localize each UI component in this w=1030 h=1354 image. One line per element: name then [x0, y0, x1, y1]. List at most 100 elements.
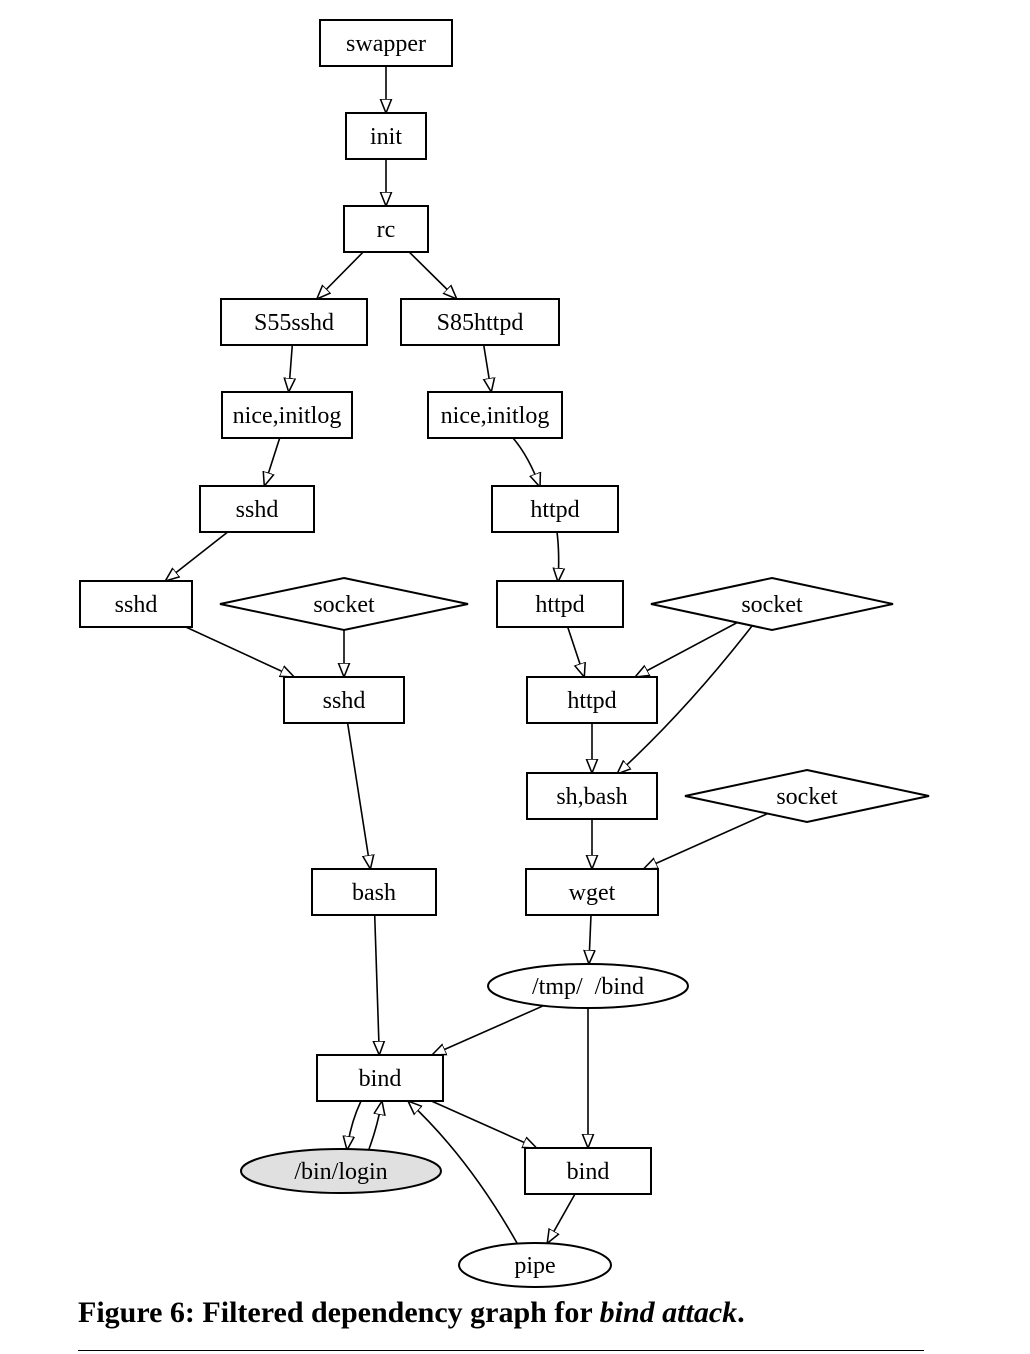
edge-s55sshd-to-nice-initlog-1: [289, 344, 293, 392]
node-sshd-1: sshd: [199, 485, 315, 533]
node-shape-box: [221, 391, 353, 439]
edge-pipe-to-bind-1: [408, 1101, 518, 1244]
node-label: pipe: [514, 1253, 555, 1279]
node-label: init: [370, 124, 402, 150]
node-nice-initlog-2: nice,initlog: [427, 391, 563, 439]
node-label: sshd: [323, 688, 366, 714]
node-shape-box: [319, 19, 453, 67]
edge-s85httpd-to-nice-initlog-2: [484, 344, 492, 392]
node-s55sshd: S55sshd: [220, 298, 368, 346]
edge-bind-1-to-bin-login: [347, 1100, 362, 1150]
node-label: socket: [313, 592, 375, 618]
node-shape-ellipse: [458, 1242, 612, 1288]
node-bash: bash: [311, 868, 437, 916]
node-shape-box: [427, 391, 563, 439]
edge-httpd-2-to-httpd-3: [566, 626, 585, 677]
node-label: sshd: [236, 497, 279, 523]
node-shape-box: [496, 580, 624, 628]
node-rc: rc: [343, 205, 429, 253]
node-shape-box: [526, 772, 658, 820]
node-label: bash: [352, 880, 396, 906]
edge-socket-2-to-httpd-3: [635, 621, 738, 678]
node-shape-ellipse: [240, 1148, 442, 1194]
node-shape-box: [524, 1147, 652, 1195]
node-shape-diamond: [684, 768, 930, 824]
figure-caption: Figure 6: Filtered dependency graph for …: [78, 1296, 745, 1330]
edge-sshd-1-to-sshd-2: [165, 531, 229, 581]
edge-rc-to-s85httpd: [408, 251, 457, 299]
node-sshd-2: sshd: [79, 580, 193, 628]
node-shape-box: [525, 868, 659, 916]
node-bind-1: bind: [316, 1054, 444, 1102]
node-label: nice,initlog: [233, 403, 342, 429]
node-label: httpd: [535, 592, 584, 618]
node-shape-box: [311, 868, 437, 916]
edge-bind-1-to-bind-2: [431, 1100, 536, 1148]
node-label: S85httpd: [437, 310, 524, 336]
graph-edges: [165, 66, 768, 1244]
node-httpd-2: httpd: [496, 580, 624, 628]
node-bin-login: /bin/login: [240, 1148, 442, 1194]
node-label: httpd: [530, 497, 579, 523]
caption-emphasis: bind attack: [599, 1296, 738, 1329]
node-label: rc: [377, 217, 396, 243]
edge-wget-to-tmp-bind: [589, 914, 591, 964]
edge-socket-2-to-sh-bash: [617, 625, 753, 774]
node-pipe: pipe: [458, 1242, 612, 1288]
node-label: httpd: [567, 688, 616, 714]
node-label: S55sshd: [254, 310, 334, 336]
node-s85httpd: S85httpd: [400, 298, 560, 346]
caption-suffix: .: [737, 1296, 745, 1329]
node-shape-box: [220, 298, 368, 346]
node-nice-initlog-1: nice,initlog: [221, 391, 353, 439]
node-shape-box: [343, 205, 429, 253]
node-httpd-1: httpd: [491, 485, 619, 533]
node-socket-1: socket: [219, 576, 469, 632]
node-socket-3: socket: [684, 768, 930, 824]
node-label: socket: [741, 592, 803, 618]
node-label: swapper: [346, 31, 426, 57]
edge-rc-to-s55sshd: [317, 251, 364, 299]
node-label: bind: [567, 1159, 610, 1185]
node-init: init: [345, 112, 427, 160]
node-label: sshd: [115, 592, 158, 618]
node-tmp-bind: /tmp/ /bind: [487, 963, 689, 1009]
node-swapper: swapper: [319, 19, 453, 67]
node-sh-bash: sh,bash: [526, 772, 658, 820]
edge-nice-initlog-1-to-sshd-1: [264, 437, 281, 486]
node-label: nice,initlog: [441, 403, 550, 429]
edge-sshd-2-to-sshd-3: [185, 626, 294, 677]
node-shape-box: [400, 298, 560, 346]
edge-bind-2-to-pipe: [547, 1193, 576, 1243]
node-shape-diamond: [650, 576, 894, 632]
node-shape-box: [345, 112, 427, 160]
edge-nice-initlog-2-to-httpd-1: [512, 437, 540, 487]
edge-bin-login-to-bind-1: [368, 1101, 382, 1150]
edge-httpd-1-to-httpd-2: [557, 531, 559, 582]
edge-tmp-bind-to-bind-1: [432, 1004, 544, 1055]
node-socket-2: socket: [650, 576, 894, 632]
node-shape-box: [199, 485, 315, 533]
node-shape-box: [316, 1054, 444, 1102]
node-shape-box: [491, 485, 619, 533]
node-httpd-3: httpd: [526, 676, 658, 724]
node-shape-box: [526, 676, 658, 724]
node-shape-box: [283, 676, 405, 724]
edge-bash-to-bind-1: [375, 914, 380, 1055]
node-shape-diamond: [219, 576, 469, 632]
node-label: bind: [359, 1066, 402, 1092]
node-shape-ellipse: [487, 963, 689, 1009]
node-sshd-3: sshd: [283, 676, 405, 724]
node-label: /bin/login: [294, 1159, 387, 1185]
edge-socket-3-to-wget: [644, 812, 768, 869]
node-wget: wget: [525, 868, 659, 916]
caption-rule: [78, 1350, 924, 1351]
node-shape-box: [79, 580, 193, 628]
caption-prefix: Figure 6: Filtered dependency graph for: [78, 1296, 600, 1329]
node-bind-2: bind: [524, 1147, 652, 1195]
node-label: sh,bash: [556, 784, 627, 810]
node-label: socket: [776, 784, 838, 810]
node-label: /tmp/ /bind: [532, 974, 644, 1000]
